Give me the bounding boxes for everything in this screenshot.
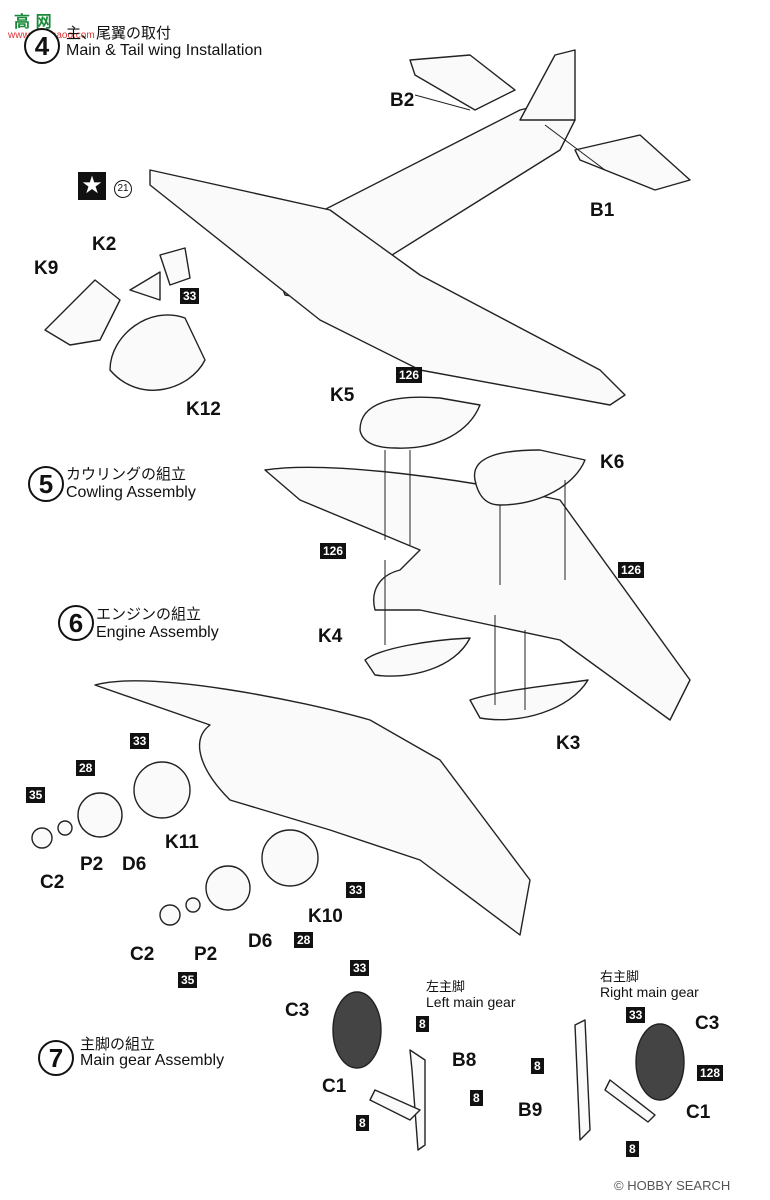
color-code-126: 126 xyxy=(618,562,645,578)
part-label-c3-right: C3 xyxy=(695,1013,720,1034)
color-code-33: 33 xyxy=(346,882,366,898)
tail-plane-b1 xyxy=(574,134,691,191)
part-label-k6: K6 xyxy=(600,452,625,473)
color-code-126: 126 xyxy=(396,367,423,383)
watermark-logo: 高 网 xyxy=(14,12,52,31)
color-code-8: 8 xyxy=(531,1058,544,1074)
color-code-8: 8 xyxy=(416,1016,429,1032)
part-label-k10: K10 xyxy=(308,906,343,927)
color-code-35: 35 xyxy=(178,972,198,988)
color-code-28: 28 xyxy=(294,932,314,948)
tail-plane-b2 xyxy=(409,54,516,111)
step-5-title-en: Cowling Assembly xyxy=(66,484,196,501)
color-code-28: 28 xyxy=(76,760,96,776)
vertical-tail xyxy=(519,49,576,121)
color-code-33: 33 xyxy=(626,1007,646,1023)
color-code-33: 33 xyxy=(180,288,200,304)
step-4-number: 4 xyxy=(24,28,60,64)
part-label-c2-b: C2 xyxy=(130,944,155,965)
step-7-number: 7 xyxy=(38,1040,74,1076)
part-c2-a xyxy=(31,827,53,849)
color-code-8: 8 xyxy=(356,1115,369,1131)
part-label-k12: K12 xyxy=(186,399,221,420)
cowling-k9 xyxy=(44,279,121,346)
part-label-b9: B9 xyxy=(518,1100,543,1121)
step-5-number: 5 xyxy=(28,466,64,502)
part-label-b1: B1 xyxy=(590,200,615,221)
gear-door-c1-left xyxy=(369,1089,421,1121)
part-label-k9: K9 xyxy=(34,258,59,279)
propeller-hub-k11 xyxy=(133,761,191,819)
part-label-p2-a: P2 xyxy=(80,854,104,875)
part-label-k2: K2 xyxy=(92,234,117,255)
part-label-c2-a: C2 xyxy=(40,872,65,893)
part-label-p2-b: P2 xyxy=(194,944,218,965)
right-gear-caption-en: Right main gear xyxy=(600,984,699,1000)
left-gear-caption-en: Left main gear xyxy=(426,994,516,1010)
left-gear-caption-jp: 左主脚 xyxy=(426,980,466,995)
part-label-c3-left: C3 xyxy=(285,1000,310,1021)
marking-ref-number: 21 xyxy=(114,180,132,198)
propeller-hub-k10 xyxy=(261,829,319,887)
part-p2-b xyxy=(185,897,201,913)
cowling-k3 xyxy=(469,679,589,721)
right-gear-caption-jp: 右主脚 xyxy=(600,970,640,985)
step-4-title-jp: 主、尾翼の取付 xyxy=(66,24,172,42)
color-code-126: 126 xyxy=(320,543,347,559)
step-5-title-jp: カウリングの組立 xyxy=(66,465,187,483)
part-c2-b xyxy=(159,904,181,926)
part-label-b2: B2 xyxy=(390,90,415,111)
gear-door-c1-right xyxy=(604,1079,656,1123)
part-k2 xyxy=(129,271,161,301)
hobby-search-watermark: © HOBBY SEARCH xyxy=(614,1178,731,1193)
wheel-c3-left xyxy=(332,991,382,1069)
part-label-k3: K3 xyxy=(556,733,581,754)
engine-nacelle-k12 xyxy=(109,314,206,391)
part-label-b8: B8 xyxy=(452,1050,477,1071)
cowling-k4 xyxy=(364,637,471,677)
engine-d6-b xyxy=(205,865,251,911)
color-code-8: 8 xyxy=(626,1141,639,1157)
part-p2-a xyxy=(57,820,73,836)
main-wing-step4 xyxy=(149,169,626,406)
part-21 xyxy=(159,247,191,286)
part-label-k11: K11 xyxy=(165,832,199,853)
step-7-title-en: Main gear Assembly xyxy=(80,1052,225,1069)
wing-step5 xyxy=(264,466,691,721)
part-label-c1-left: C1 xyxy=(322,1076,347,1097)
color-code-35: 35 xyxy=(26,787,46,803)
color-code-33: 33 xyxy=(130,733,150,749)
step-6-title-jp: エンジンの組立 xyxy=(96,605,202,623)
part-label-c1-right: C1 xyxy=(686,1102,711,1123)
gear-leg-b8 xyxy=(409,1049,426,1151)
engine-d6-a xyxy=(77,792,123,838)
step-7-title-jp: 主脚の組立 xyxy=(80,1035,156,1053)
wheel-c3-right xyxy=(635,1023,685,1101)
gear-leg-b9 xyxy=(574,1019,591,1141)
part-label-k5: K5 xyxy=(330,385,355,406)
part-label-k4: K4 xyxy=(318,626,343,647)
cowling-k6 xyxy=(473,449,586,506)
part-label-d6-b: D6 xyxy=(248,931,273,952)
color-code-8: 8 xyxy=(470,1090,483,1106)
cowling-k5 xyxy=(359,396,481,449)
part-label-d6-a: D6 xyxy=(122,854,147,875)
color-code-128: 128 xyxy=(697,1065,724,1081)
step-6-title-en: Engine Assembly xyxy=(96,624,219,641)
step-4-title-en: Main & Tail wing Installation xyxy=(66,42,263,59)
star-marking-icon: ★ xyxy=(78,172,106,200)
wing-step6 xyxy=(94,680,531,936)
color-code-33: 33 xyxy=(350,960,370,976)
step-6-number: 6 xyxy=(58,605,94,641)
